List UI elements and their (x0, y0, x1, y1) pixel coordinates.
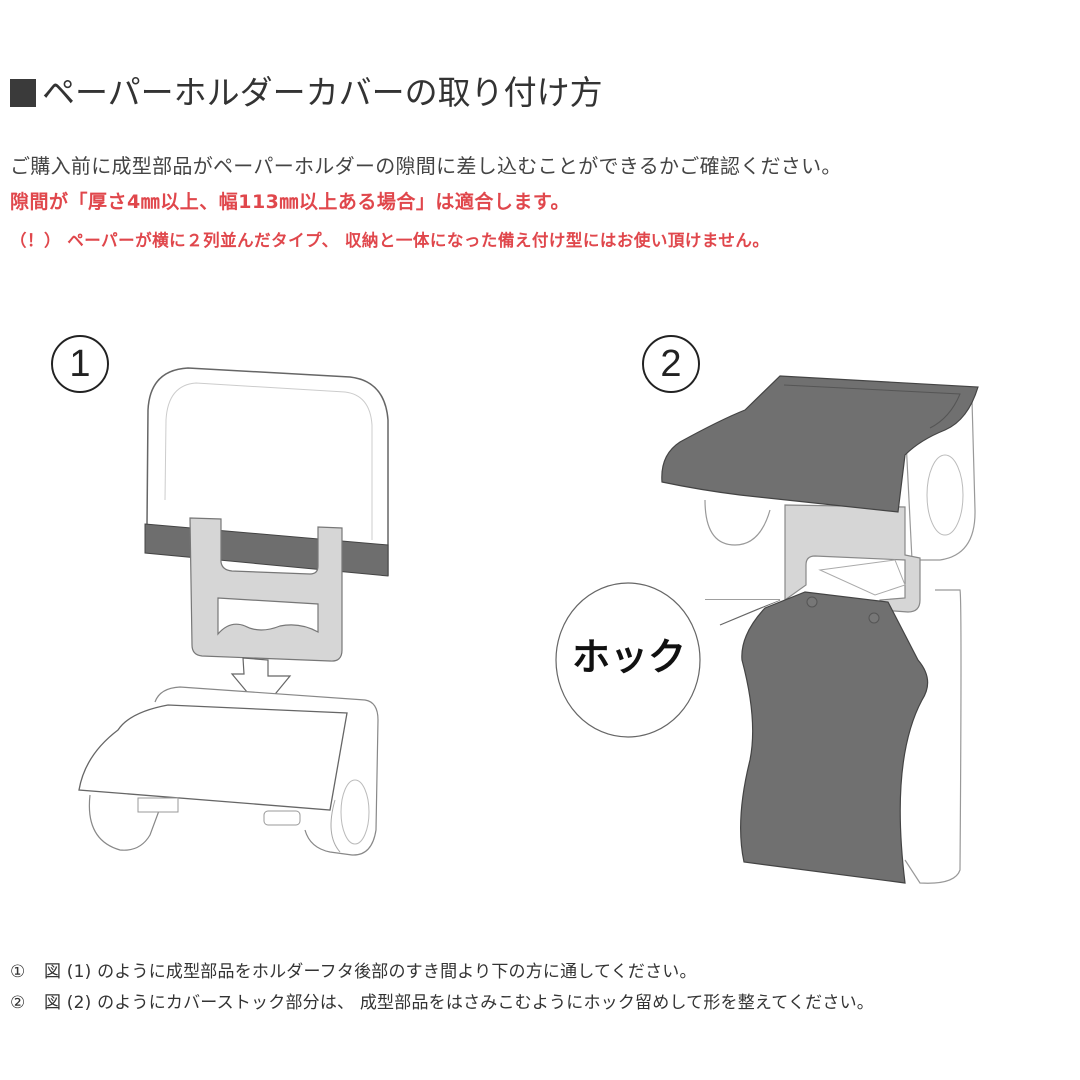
paper-holder-icon (704, 399, 976, 884)
intro-line-3-warning: （！） ペーパーが横に２列並んだタイプ、 収納と一体になった備え付け型にはお使い… (10, 231, 770, 250)
intro-line-2-fit-condition: 隙間が「厚さ4㎜以上、幅113㎜以上ある場合」は適合します。 (10, 191, 570, 213)
step-1-text: 図 (1) のように成型部品をホルダーフタ後部のすき間より下の方に通してください… (44, 962, 697, 982)
page-title: ペーパーホルダーカバーの取り付け方 (10, 66, 603, 114)
paper-holder-icon (78, 686, 379, 856)
page-title-text: ペーパーホルダーカバーの取り付け方 (42, 73, 603, 112)
down-arrow-icon (230, 657, 292, 711)
figure-2-number: 2 (642, 335, 700, 393)
step-1-marker: ① (10, 962, 26, 982)
hook-callout-label: ホック (572, 635, 687, 679)
figure-1-number: 1 (51, 335, 109, 393)
step-2-marker: ② (10, 993, 26, 1013)
step-1: ① 図 (1) のように成型部品をホルダーフタ後部のすき間より下の方に通してくださ… (10, 957, 697, 982)
square-bullet-icon (10, 79, 36, 107)
fabric-cover-front-icon (740, 591, 929, 884)
molded-part-icon (784, 504, 921, 613)
fabric-cover-top-icon (661, 375, 979, 513)
intro-line-1: ご購入前に成型部品がペーパーホルダーの隙間に差し込むことができるかご確認ください… (10, 154, 842, 178)
molded-part-icon (189, 517, 343, 662)
step-2-text: 図 (2) のようにカバーストック部分は、 成型部品をはさみこむようにホック留め… (44, 993, 874, 1013)
step-2: ② 図 (2) のようにカバーストック部分は、 成型部品をはさみこむようにホック留… (10, 988, 874, 1013)
holder-lid-icon (144, 367, 389, 577)
